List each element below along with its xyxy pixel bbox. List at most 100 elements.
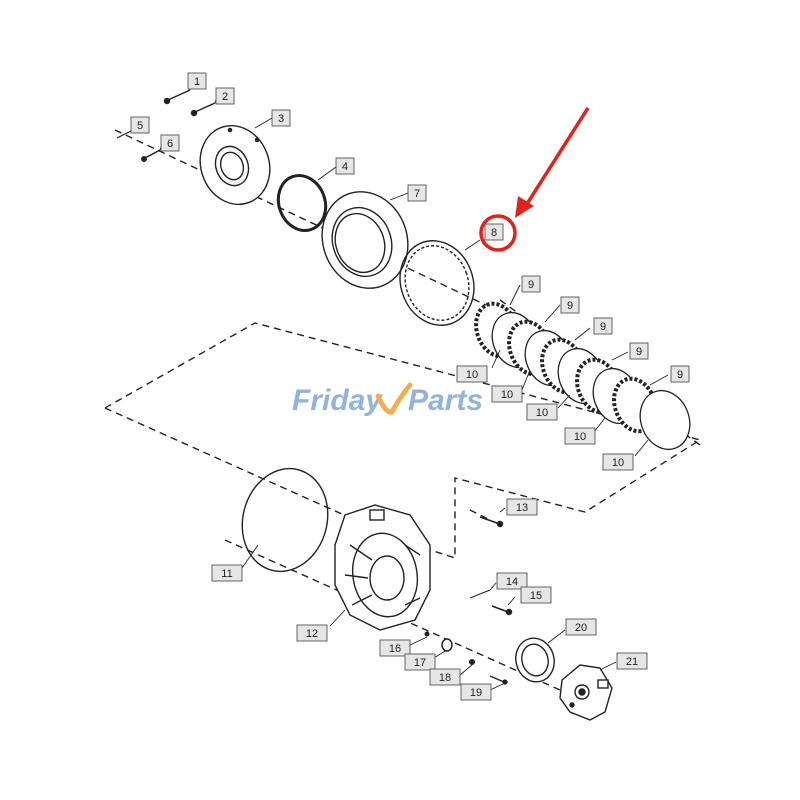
callout-label: 4 [342, 161, 348, 173]
callout-label: 9 [528, 279, 534, 291]
callout-label: 2 [222, 91, 228, 103]
callout-box [491, 385, 523, 403]
callout-2: 2 [215, 87, 235, 105]
watermark-text-part1: Friday [292, 384, 383, 417]
bolt-part-2 [190, 102, 216, 117]
callout-box [560, 296, 580, 314]
callout-3: 3 [271, 109, 291, 127]
ring-part-8 [399, 240, 475, 326]
callout-label: 21 [626, 656, 638, 668]
callout-1: 1 [187, 72, 207, 90]
callout-5: 5 [130, 116, 150, 134]
callout-label: 16 [389, 643, 401, 655]
highlight-arrow-line [523, 107, 590, 208]
callout-box [187, 72, 207, 90]
callout-18: 18 [429, 668, 461, 686]
callout-label: 19 [470, 687, 482, 699]
callout-9d: 9 [629, 342, 649, 360]
seal-ring-part-20 [515, 637, 555, 683]
callout-16: 16 [379, 639, 411, 657]
callout-label: 3 [278, 113, 284, 125]
callout-box [526, 403, 558, 421]
callout-10a: 10 [456, 365, 488, 383]
watermark-text-part2: Parts [408, 384, 483, 417]
bolt-part-6 [141, 149, 161, 162]
callout-21: 21 [616, 652, 648, 670]
highlight-arrow-head-icon [515, 196, 534, 218]
callout-13: 13 [506, 498, 538, 516]
washer-part-17 [441, 638, 453, 652]
callout-9b: 9 [560, 296, 580, 314]
callout-label: 11 [221, 568, 232, 580]
callout-label: 15 [530, 590, 542, 602]
callout-label: 10 [574, 431, 586, 443]
callout-9a: 9 [521, 275, 541, 293]
callout-label: 9 [677, 369, 683, 381]
callout-14: 14 [496, 572, 528, 590]
callout-box [506, 498, 538, 516]
callout-label: 10 [612, 457, 624, 469]
o-ring-part-11 [241, 467, 329, 573]
callout-8: 8 [484, 223, 504, 241]
callout-17: 17 [404, 653, 436, 671]
callout-label: 17 [414, 657, 426, 669]
callout-10b: 10 [491, 385, 523, 403]
end-plate-part-3 [199, 124, 271, 206]
callout-9c: 9 [593, 317, 613, 335]
callout-box [160, 134, 180, 152]
callout-label: 20 [575, 622, 587, 634]
callout-label: 6 [167, 138, 173, 150]
callout-box [215, 87, 235, 105]
callout-box [271, 109, 291, 127]
callout-box [602, 453, 634, 471]
callout-label: 18 [439, 672, 451, 684]
callout-box [296, 624, 328, 642]
callout-box [335, 157, 355, 175]
callouts: 1234567899999101010101011121314151617181… [130, 72, 690, 701]
callout-label: 8 [491, 227, 497, 239]
watermark: Friday Parts [292, 382, 483, 417]
callout-label: 13 [516, 502, 528, 514]
callout-box [521, 275, 541, 293]
callout-11: 11 [211, 564, 243, 582]
callout-box [520, 586, 552, 604]
callout-label: 9 [600, 321, 606, 333]
callout-box [593, 317, 613, 335]
highlight-circle [479, 214, 517, 252]
watermark-swoosh-icon [375, 382, 413, 415]
callout-10c: 10 [526, 403, 558, 421]
callout-label: 9 [567, 300, 573, 312]
bolt-part-13 [479, 516, 504, 528]
callout-box [629, 342, 649, 360]
callout-box [407, 184, 427, 202]
callout-box [565, 618, 597, 636]
bolt-part-15 [491, 605, 513, 616]
bolt-part-1 [163, 89, 191, 105]
callout-20: 20 [565, 618, 597, 636]
callout-box [670, 365, 690, 383]
callout-box [429, 668, 461, 686]
callout-box [496, 572, 528, 590]
callout-15: 15 [520, 586, 552, 604]
callout-box [379, 639, 411, 657]
callout-10e: 10 [602, 453, 634, 471]
bolt-part-14 [469, 589, 491, 599]
callout-label: 9 [636, 346, 642, 358]
callout-label: 5 [137, 120, 143, 132]
callout-box [616, 652, 648, 670]
callout-box [404, 653, 436, 671]
housing-part-12 [334, 504, 431, 631]
callout-10d: 10 [564, 427, 596, 445]
callout-9e: 9 [670, 365, 690, 383]
callout-label: 7 [414, 188, 420, 200]
callout-label: 10 [536, 407, 548, 419]
clutch-disc-stack [474, 301, 691, 451]
plate-part-7 [321, 191, 409, 289]
callout-box [484, 223, 504, 241]
callout-label: 10 [501, 389, 513, 401]
callout-label: 14 [506, 576, 518, 588]
pump-part-21 [559, 664, 613, 721]
callout-6: 6 [160, 134, 180, 152]
callout-box [460, 683, 492, 701]
